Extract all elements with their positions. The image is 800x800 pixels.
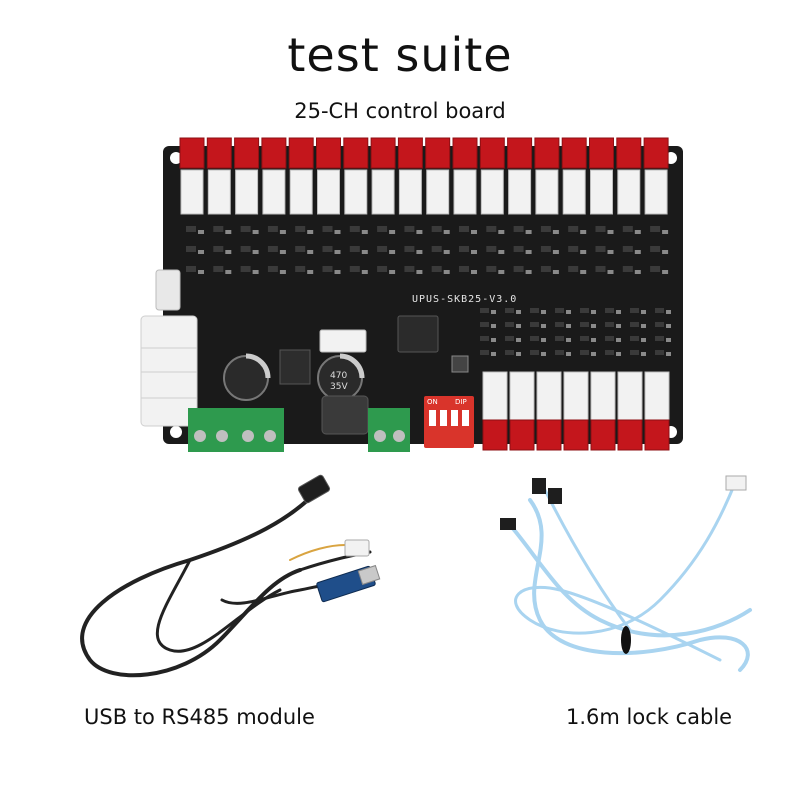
white-connector <box>180 169 204 215</box>
red-connector <box>616 137 642 169</box>
red-connector <box>643 137 669 169</box>
red-connector <box>425 137 451 169</box>
cap-marking-1: 470 <box>330 371 347 381</box>
dip-dip-label: DIP <box>455 398 467 406</box>
dip-on-label: ON <box>427 398 438 406</box>
bottom-red-connectors <box>482 419 670 451</box>
white-connector <box>644 169 668 215</box>
red-connector <box>536 419 562 451</box>
bottom-white-connectors <box>482 371 670 421</box>
lock-cable <box>500 475 752 672</box>
caption-usb-rs485: USB to RS485 module <box>84 705 315 729</box>
red-connector <box>370 137 396 169</box>
usb-rs485-module <box>80 474 381 678</box>
red-connector <box>479 137 505 169</box>
red-connector <box>179 137 205 169</box>
white-connector <box>617 371 643 421</box>
white-connector <box>371 169 395 215</box>
top-white-connectors <box>180 169 668 215</box>
red-connector <box>316 137 341 169</box>
white-connector <box>562 169 586 215</box>
white-connector <box>535 169 559 215</box>
caption-lock-cable: 1.6m lock cable <box>566 705 733 729</box>
page-title: test suite <box>287 28 513 82</box>
white-connector <box>480 169 504 215</box>
white-connector <box>289 169 313 215</box>
red-connector <box>589 137 614 169</box>
red-connector <box>288 137 314 169</box>
white-connector <box>617 169 641 215</box>
red-connector <box>206 137 232 169</box>
red-connector <box>534 137 560 169</box>
red-connector <box>509 419 535 451</box>
white-connector <box>536 371 562 421</box>
red-connector <box>343 137 369 169</box>
white-connector <box>398 169 422 215</box>
red-connector <box>561 137 587 169</box>
top-red-connectors <box>179 137 669 169</box>
red-connector <box>261 137 287 169</box>
red-connector <box>397 137 423 169</box>
white-connector <box>590 169 613 215</box>
white-connector <box>426 169 450 215</box>
white-connector <box>262 169 286 215</box>
white-connector <box>508 169 532 215</box>
white-connector <box>344 169 368 215</box>
red-connector <box>590 419 616 451</box>
white-connector <box>207 169 231 215</box>
red-connector <box>617 419 643 451</box>
control-board: UPUS-SKB25-V3.0 470 35V ON DIP <box>140 137 683 452</box>
red-connector <box>507 137 533 169</box>
white-connector <box>482 371 508 421</box>
board-marking: UPUS-SKB25-V3.0 <box>412 294 517 305</box>
smd-components <box>186 226 671 356</box>
red-connector <box>482 419 508 451</box>
red-connector <box>452 137 478 169</box>
white-connector <box>235 169 259 215</box>
white-connector <box>644 371 670 421</box>
red-connector <box>234 137 260 169</box>
cap-marking-2: 35V <box>330 382 348 392</box>
white-connector <box>563 371 589 421</box>
white-connector <box>317 169 340 215</box>
white-connector <box>590 371 616 421</box>
red-connector <box>563 419 589 451</box>
white-connector <box>509 371 535 421</box>
red-connector <box>644 419 670 451</box>
board-subtitle: 25-CH control board <box>294 99 506 123</box>
white-connector <box>453 169 477 215</box>
